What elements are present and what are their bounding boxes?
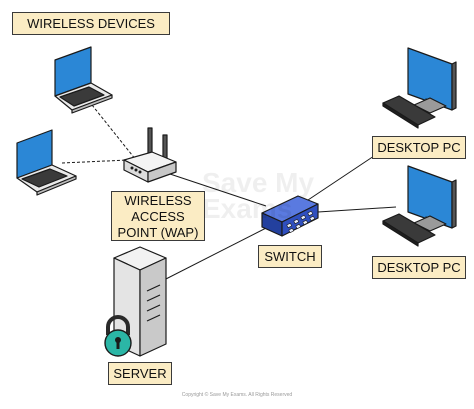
watermark-line: Exams <box>202 193 293 224</box>
wireless-link-laptop-1 <box>91 104 137 161</box>
wired-link-wap-switch <box>169 173 267 207</box>
watermark-line: Save My <box>202 167 315 198</box>
laptop-icon <box>54 46 113 114</box>
laptop-icon <box>16 129 77 196</box>
wired-link-switch-desktop-1 <box>307 151 381 201</box>
copyright-text: Copyright © Save My Exams. All Rights Re… <box>181 392 293 398</box>
router-icon <box>123 127 177 183</box>
wired-link-switch-server <box>159 224 273 283</box>
wireless-devices-label: WIRELESS DEVICES <box>12 12 170 35</box>
connections <box>61 104 397 283</box>
wap-label-line: WIRELESS <box>124 193 192 208</box>
desktop-pc-icon <box>382 165 457 247</box>
padlock-icon <box>104 315 132 357</box>
desktop-pc-label: DESKTOP PC <box>372 136 466 159</box>
watermark: Save My Exams <box>202 167 315 224</box>
wireless-link-laptop-2 <box>61 159 129 164</box>
wired-link-switch-desktop-2 <box>317 206 397 213</box>
switch-icon <box>261 195 319 237</box>
switch-label: SWITCH <box>258 245 322 268</box>
wap-label: WIRELESS ACCESS POINT (WAP) <box>111 191 205 241</box>
server-label: SERVER <box>108 362 172 385</box>
wap-label-line: ACCESS <box>131 209 185 224</box>
desktop-pc-label: DESKTOP PC <box>372 256 466 279</box>
wap-label-line: POINT (WAP) <box>117 225 199 240</box>
desktop-pc-icon <box>382 47 457 129</box>
